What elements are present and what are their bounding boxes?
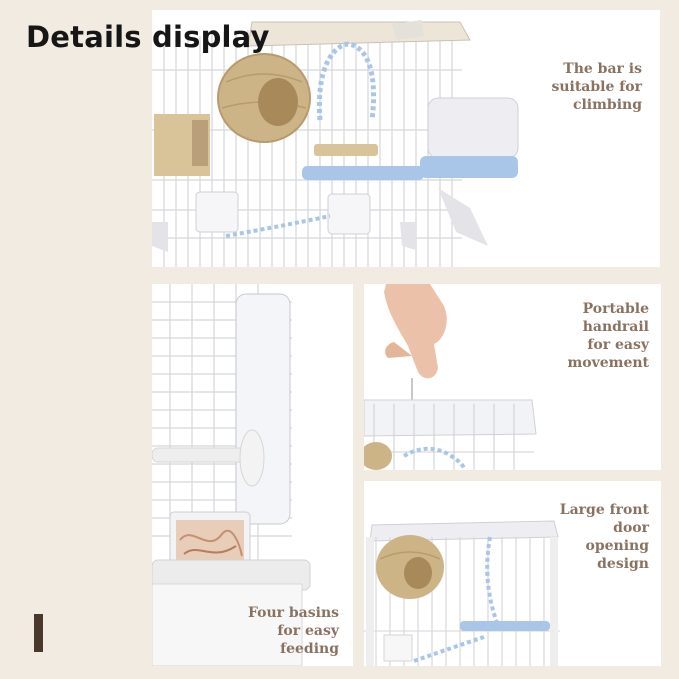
page-title: Details display: [26, 20, 270, 54]
panel-door: Large front door opening design: [364, 481, 661, 666]
caption-climbing: The bar is suitable for climbing: [551, 61, 642, 113]
feeding-photo: [152, 284, 311, 666]
climbing-photo: [152, 20, 519, 267]
handrail-photo: [364, 284, 537, 470]
panel-handrail: Portable handrail for easy movement: [364, 284, 661, 470]
panel-feeding: Four basins for easy feeding: [152, 284, 353, 666]
caption-feeding: Four basins for easy feeding: [247, 605, 339, 657]
panel-climbing: The bar is suitable for climbing: [152, 10, 660, 267]
door-photo: [364, 520, 560, 666]
caption-door: Large front door opening design: [559, 502, 649, 572]
accent-bar: [34, 614, 43, 652]
caption-handrail: Portable handrail for easy movement: [567, 301, 649, 371]
